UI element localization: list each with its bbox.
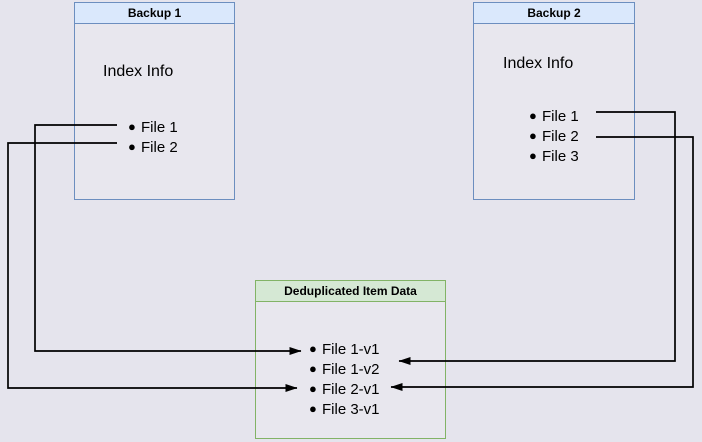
- backup2-box: Backup 2 Index Info ●​ File 1 ●​ File 2 ●​…: [473, 2, 635, 200]
- list-item: ●​ File 1: [529, 106, 579, 126]
- file-version-label: File 3-v1: [322, 401, 380, 418]
- dedup-box: Deduplicated Item Data ●​ File 1-v1 ●​ Fil…: [255, 280, 446, 439]
- dedup-header: Deduplicated Item Data: [256, 281, 445, 302]
- bullet-icon: ●​: [128, 119, 136, 134]
- backup2-file-list: ●​ File 1 ●​ File 2 ●​ File 3: [529, 106, 579, 166]
- backup1-box: Backup 1 Index Info ●​ File 1 ●​ File 2: [74, 2, 235, 200]
- bullet-icon: ●​: [309, 361, 317, 376]
- list-item: ●​ File 3-v1: [309, 399, 380, 419]
- list-item: ●​ File 3: [529, 146, 579, 166]
- list-item: ●​ File 1-v2: [309, 359, 380, 379]
- backup1-header: Backup 1: [75, 3, 234, 24]
- list-item: ●​ File 2: [529, 126, 579, 146]
- dedup-file-list: ●​ File 1-v1 ●​ File 1-v2 ●​ File 2-v1 ●​ Fi…: [309, 339, 380, 419]
- backup2-index-info-label: Index Info: [503, 55, 574, 72]
- file-version-label: File 1-v2: [322, 361, 380, 378]
- bullet-icon: ●​: [128, 139, 136, 154]
- file-label: File 2: [542, 128, 579, 145]
- bullet-icon: ●​: [529, 128, 537, 143]
- backup1-index-info-label: Index Info: [103, 63, 174, 80]
- bullet-icon: ●​: [529, 108, 537, 123]
- backup1-title: Backup 1: [127, 6, 182, 20]
- list-item: ●​ File 2-v1: [309, 379, 380, 399]
- file-label: File 3: [542, 148, 579, 165]
- file-label: File 1: [542, 108, 579, 125]
- file-label: File 1: [141, 119, 178, 136]
- backup2-header: Backup 2: [474, 3, 634, 24]
- list-item: ●​ File 1: [128, 117, 178, 137]
- dedup-title: Deduplicated Item Data: [284, 284, 417, 298]
- backup2-title: Backup 2: [527, 6, 581, 20]
- file-version-label: File 1-v1: [322, 341, 380, 358]
- list-item: ●​ File 2: [128, 137, 178, 157]
- list-item: ●​ File 1-v1: [309, 339, 380, 359]
- file-version-label: File 2-v1: [322, 381, 380, 398]
- file-label: File 2: [141, 139, 178, 156]
- bullet-icon: ●​: [309, 401, 317, 416]
- bullet-icon: ●​: [309, 381, 317, 396]
- bullet-icon: ●​: [309, 341, 317, 356]
- backup1-file-list: ●​ File 1 ●​ File 2: [128, 117, 178, 157]
- bullet-icon: ●​: [529, 148, 537, 163]
